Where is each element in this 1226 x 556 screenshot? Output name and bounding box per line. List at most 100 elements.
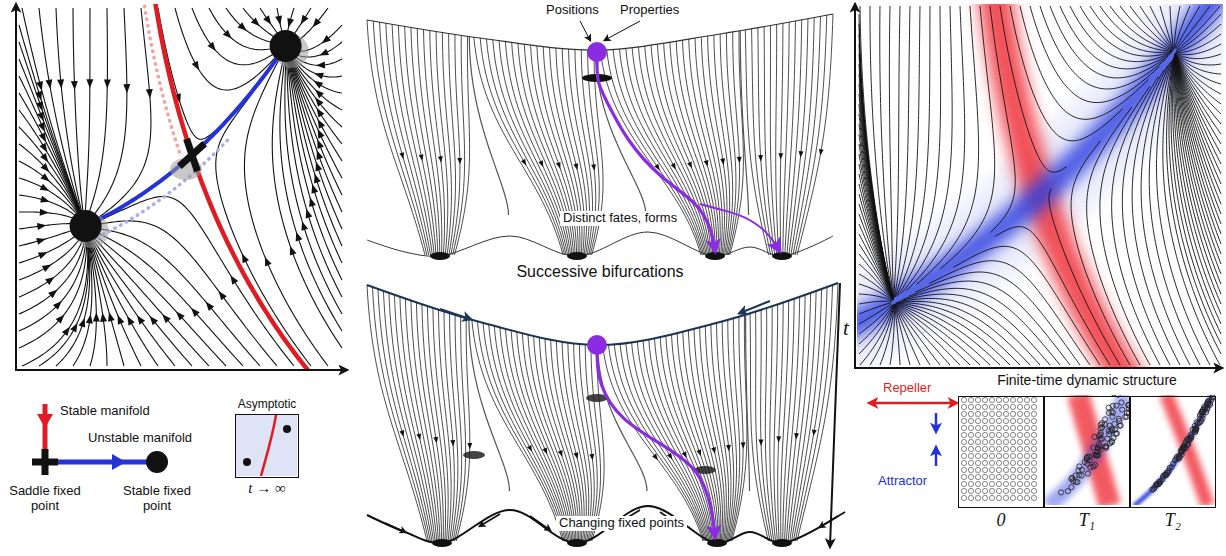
streamline bbox=[19, 110, 85, 224]
tracer bbox=[1010, 418, 1015, 423]
fate-attractor bbox=[705, 252, 725, 260]
trajectory bbox=[1150, 6, 1173, 50]
legend-label-holder: Stable manifold bbox=[60, 404, 150, 419]
landscape-flowline bbox=[688, 330, 720, 541]
tracer bbox=[1114, 403, 1119, 408]
flow-arrowhead bbox=[147, 314, 158, 325]
tracer bbox=[968, 467, 973, 472]
landscape-flowline bbox=[389, 293, 434, 541]
trajectory bbox=[1110, 6, 1172, 51]
tracer bbox=[1195, 421, 1200, 426]
streamline bbox=[73, 8, 85, 224]
landscape-flowline bbox=[780, 23, 783, 255]
flow-arrowhead bbox=[48, 287, 59, 298]
legend-label: Saddle fixed point bbox=[7, 484, 83, 514]
tracer bbox=[961, 481, 966, 486]
tracer bbox=[989, 397, 994, 402]
tracer bbox=[1102, 422, 1107, 427]
tracer bbox=[975, 488, 980, 493]
tracer bbox=[1010, 432, 1015, 437]
trajectory bbox=[902, 294, 1050, 365]
attractor-arrow bbox=[935, 448, 938, 466]
landscape-flowline bbox=[562, 342, 586, 541]
streamline bbox=[19, 228, 87, 348]
tracer bbox=[1102, 417, 1107, 422]
legend-label-holder: Stable fixed point bbox=[119, 484, 195, 514]
streamline bbox=[19, 144, 85, 224]
tracer bbox=[1197, 416, 1202, 421]
landscape-flowline bbox=[383, 291, 431, 541]
tracer bbox=[975, 453, 980, 458]
trajectory bbox=[1171, 58, 1221, 334]
trajectory bbox=[859, 234, 893, 300]
trajectory bbox=[995, 227, 1110, 365]
streamline bbox=[286, 48, 342, 297]
trajectories bbox=[857, 4, 1223, 367]
landscape-ridge bbox=[740, 31, 748, 215]
tracer bbox=[982, 481, 987, 486]
trajectory bbox=[859, 254, 893, 300]
tracer bbox=[989, 432, 994, 437]
landscape-flowline bbox=[795, 15, 827, 255]
trajectory bbox=[1120, 6, 1172, 51]
legend-label: Unstable manifold bbox=[88, 431, 192, 446]
flow-arrowhead bbox=[450, 440, 455, 447]
frame-border bbox=[958, 396, 1044, 508]
tracer bbox=[982, 411, 987, 416]
streamline bbox=[85, 8, 90, 224]
flow-arrowhead bbox=[38, 249, 49, 259]
flow-arrowhead bbox=[737, 157, 742, 163]
flow-arrowhead bbox=[433, 437, 439, 444]
axis-label: t bbox=[843, 316, 849, 340]
flow-arrowhead bbox=[238, 22, 249, 33]
tracer bbox=[996, 453, 1001, 458]
tracer bbox=[982, 474, 987, 479]
frame-border bbox=[1044, 396, 1130, 508]
annotation-holder: Changing fixed points bbox=[556, 516, 687, 531]
landscape-flowline bbox=[731, 317, 744, 541]
leader-line bbox=[605, 21, 640, 40]
trajectory bbox=[859, 124, 893, 299]
tracer bbox=[1088, 465, 1093, 470]
tracer bbox=[1024, 418, 1029, 423]
landscape-flowline bbox=[764, 27, 775, 255]
flow-arrowhead bbox=[37, 222, 47, 230]
streamline bbox=[19, 76, 85, 224]
flow-arrowhead bbox=[720, 158, 726, 165]
tracer bbox=[1117, 423, 1122, 428]
tracer bbox=[1069, 475, 1074, 480]
tracer bbox=[1091, 445, 1096, 450]
trajectory bbox=[898, 6, 941, 296]
tracer bbox=[1193, 429, 1198, 434]
streamline bbox=[19, 228, 86, 314]
flow-arrowhead bbox=[40, 153, 51, 164]
tracer bbox=[996, 432, 1001, 437]
tracer bbox=[1003, 488, 1008, 493]
tracer bbox=[1017, 453, 1022, 458]
flow-arrowhead bbox=[556, 162, 563, 170]
flow-arrowhead bbox=[318, 49, 329, 59]
tracer bbox=[1024, 425, 1029, 430]
tracer bbox=[1031, 411, 1036, 416]
trajectory bbox=[953, 246, 1100, 365]
tracer bbox=[961, 488, 966, 493]
section-title: Successive bifurcations bbox=[513, 263, 686, 281]
flow-arrowhead bbox=[35, 91, 44, 102]
waddington-landscapes bbox=[367, 14, 845, 547]
flow-arrowhead bbox=[696, 449, 703, 457]
trajectory bbox=[901, 6, 952, 294]
flow-arrowhead bbox=[40, 184, 51, 194]
tracer bbox=[1114, 431, 1119, 436]
landscape-flowline bbox=[783, 22, 789, 255]
tracer bbox=[1003, 439, 1008, 444]
flow-arrowhead bbox=[687, 162, 694, 170]
streamline bbox=[87, 8, 127, 224]
frame-border bbox=[235, 414, 299, 478]
rim-arrow bbox=[740, 301, 770, 313]
tracer bbox=[982, 446, 987, 451]
time-label: T₂ bbox=[1130, 510, 1216, 531]
flow-arrowhead bbox=[312, 78, 323, 89]
key-stable-point bbox=[146, 451, 168, 473]
stable-fixed-point bbox=[70, 210, 102, 242]
landscape-flowline bbox=[450, 313, 458, 541]
